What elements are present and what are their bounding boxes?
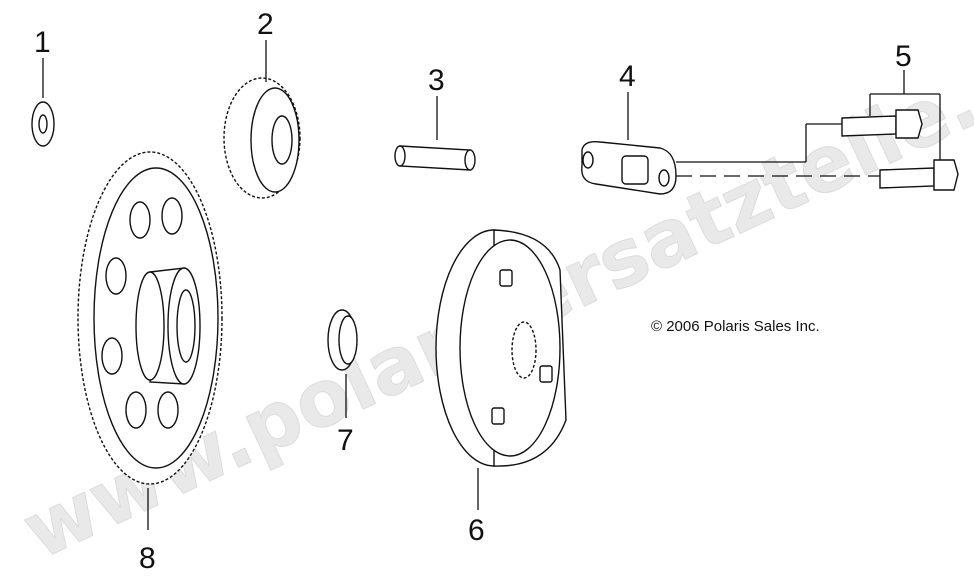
part-1-washer: [31, 58, 55, 147]
callout-7: 7: [337, 424, 354, 457]
part-3-pin: [394, 96, 476, 171]
part-2-gear: [223, 40, 301, 199]
callout-6: 6: [468, 514, 485, 547]
callout-1: 1: [34, 26, 51, 59]
callout-8: 8: [139, 542, 156, 575]
callout-2: 2: [257, 8, 274, 41]
part-5-bolts: [841, 70, 959, 191]
part-6-starter-drive: [435, 229, 567, 510]
part-7-spacer: [327, 309, 358, 418]
callout-3: 3: [428, 64, 445, 97]
callout-5: 5: [895, 40, 912, 73]
part-4-bracket: [581, 92, 880, 195]
copyright-text: © 2006 Polaris Sales Inc.: [651, 318, 820, 335]
part-8-large-gear: [77, 151, 223, 530]
callout-4: 4: [619, 60, 636, 93]
